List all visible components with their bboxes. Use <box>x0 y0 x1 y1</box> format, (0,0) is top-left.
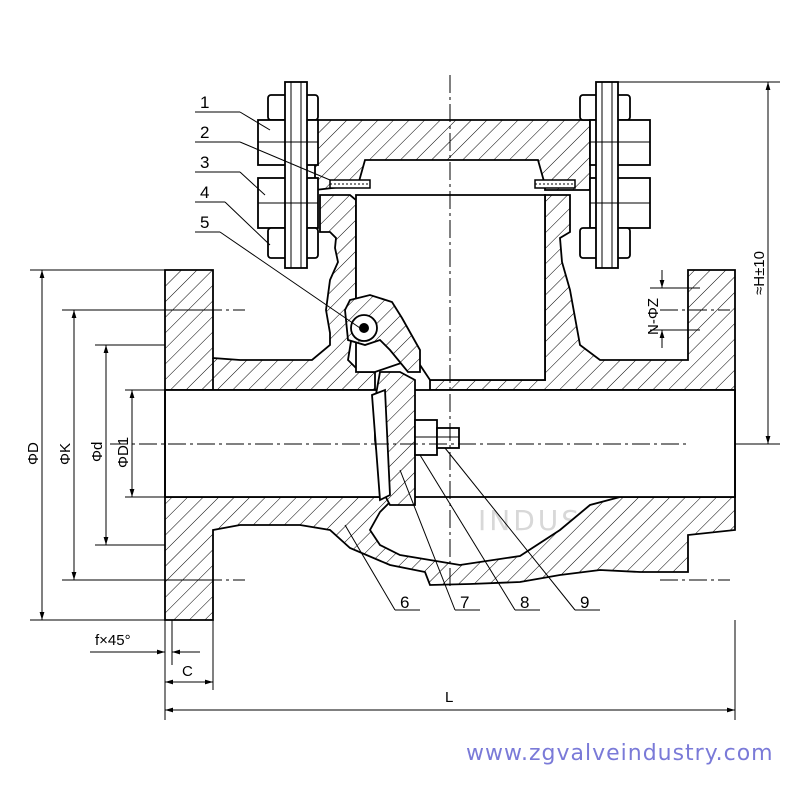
dim-flange-thickness: C <box>182 663 193 680</box>
stud-bolt-left <box>257 81 319 269</box>
dim-phi-D1: ΦD1 <box>115 437 132 468</box>
dim-phi-K: ΦK <box>57 443 74 465</box>
part-number-8: 8 <box>520 593 529 612</box>
lower-body <box>164 496 736 621</box>
dim-phi-D: ΦD <box>25 442 42 465</box>
part-number-6: 6 <box>400 593 409 612</box>
dimension-lines <box>30 81 780 720</box>
disc-seat <box>371 388 391 502</box>
dim-chamfer: f×45° <box>95 632 131 649</box>
part-number-4: 4 <box>200 183 209 202</box>
part-leaders <box>195 111 600 611</box>
dimension-labels: ΦD ΦK Φd ΦD1 ≈H±10 N-ΦZ f×45° C L <box>25 251 768 706</box>
gasket <box>329 179 576 189</box>
part-number-3: 3 <box>200 153 209 172</box>
part-numbers: 1 2 3 4 5 6 7 8 9 <box>200 93 589 612</box>
dim-height: ≈H±10 <box>751 251 768 295</box>
part-number-7: 7 <box>460 593 469 612</box>
right-flange <box>429 194 736 391</box>
disc-stud <box>436 427 460 449</box>
stud-bolt-right <box>579 81 651 269</box>
part-number-9: 9 <box>580 593 589 612</box>
part-number-1: 1 <box>200 93 209 112</box>
dim-length: L <box>445 689 453 706</box>
part-number-5: 5 <box>200 213 209 232</box>
dim-phi-d: Φd <box>89 442 106 462</box>
watermark-url: www.zgvalveindustry.com <box>466 741 774 766</box>
part-number-2: 2 <box>200 123 209 142</box>
hinge-and-disc <box>344 294 460 506</box>
dim-bolt-holes: N-ΦZ <box>645 298 662 335</box>
